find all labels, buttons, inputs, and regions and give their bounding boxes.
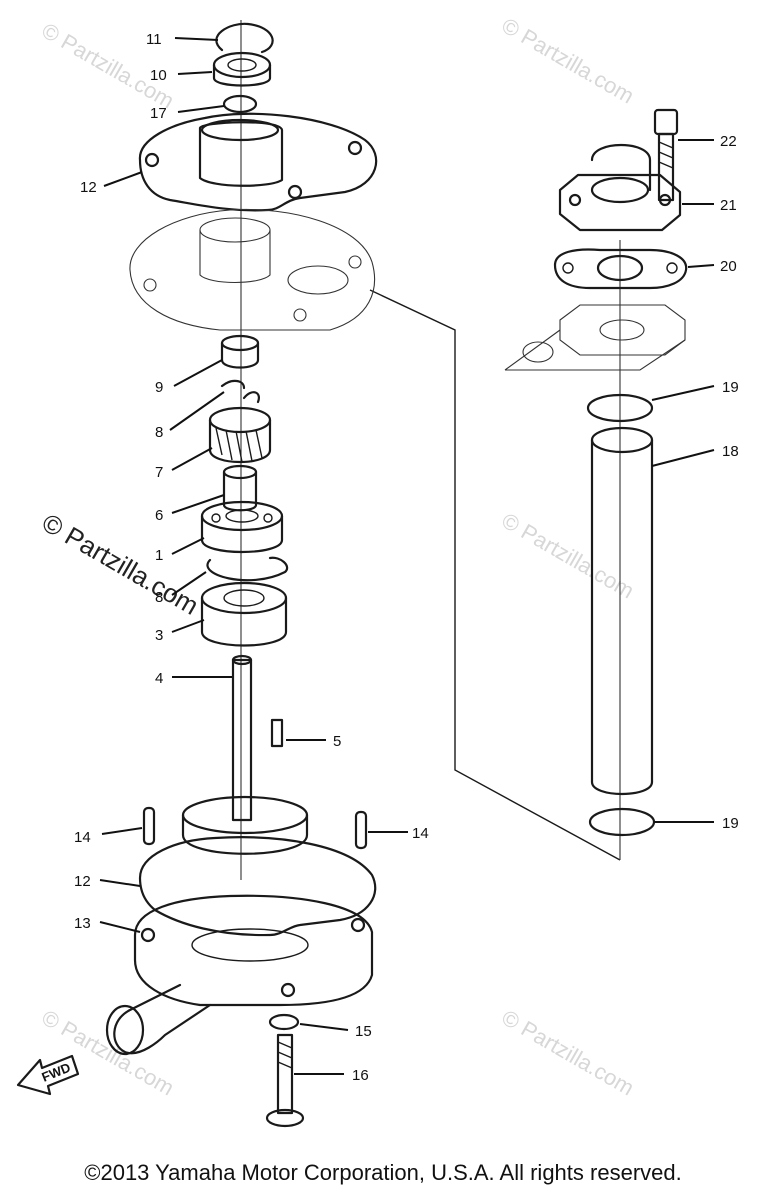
callout-21: 21 <box>720 197 737 214</box>
pipe-18 <box>590 426 654 796</box>
seal-9 <box>220 334 260 369</box>
callout-11: 11 <box>146 31 162 48</box>
fitting-21 <box>558 143 682 232</box>
fwd-arrow: FWD <box>16 1054 80 1096</box>
watermark-5: © Partzilla.com <box>498 1005 639 1101</box>
callout-12-upper: 12 <box>80 179 97 196</box>
bearing-top <box>212 51 272 87</box>
callout-15: 15 <box>355 1023 372 1040</box>
pump-body-13 <box>105 894 374 1056</box>
bolt-22 <box>653 108 679 202</box>
callout-9: 9 <box>155 379 163 396</box>
bearing-3 <box>200 581 288 647</box>
callout-4: 4 <box>155 670 163 687</box>
watermarks: © Partzilla.com © Partzilla.com © Partzi… <box>37 13 638 1101</box>
callout-3: 3 <box>155 627 163 644</box>
callout-14-left: 14 <box>74 829 91 846</box>
gasket-20 <box>553 248 688 290</box>
callout-5: 5 <box>333 733 341 750</box>
callout-8-upper: 8 <box>155 424 163 441</box>
guide-line <box>369 289 621 861</box>
watermark-dark: © Partzilla.com <box>37 507 204 621</box>
bolt-16 <box>265 1033 305 1128</box>
clip-8-right <box>242 391 260 404</box>
watermark-3: © Partzilla.com <box>498 508 639 604</box>
dowel-pin-right <box>354 810 368 850</box>
callout-12-lower: 12 <box>74 873 91 890</box>
callout-16: 16 <box>352 1067 369 1084</box>
callout-13: 13 <box>74 915 91 932</box>
washer-15 <box>268 1013 300 1031</box>
callout-18: 18 <box>722 443 739 460</box>
callout-1: 1 <box>155 547 163 564</box>
washer-17 <box>222 94 258 114</box>
callout-6: 6 <box>155 507 163 524</box>
gear-7 <box>208 406 272 464</box>
callout-20: 20 <box>720 258 737 275</box>
callout-19-top: 19 <box>722 379 739 396</box>
callout-10: 10 <box>150 67 167 84</box>
circlip-2 <box>206 556 289 582</box>
callout-8-lower: 8 <box>155 589 163 606</box>
key-5 <box>270 718 284 748</box>
o-ring-bottom <box>588 807 656 837</box>
callout-22: 22 <box>720 133 737 150</box>
mount-bracket-ghost <box>504 304 686 371</box>
pump-housing-ghost <box>129 208 376 331</box>
callouts: 11 10 17 12 9 8 7 6 1 8 3 4 5 14 14 12 1 <box>74 31 739 1084</box>
callout-19-bottom: 19 <box>722 815 739 832</box>
clip-8-left <box>220 379 246 390</box>
callout-7: 7 <box>155 464 163 481</box>
bearing-1 <box>200 500 284 554</box>
dowel-pin-left <box>142 806 156 846</box>
shaft-impeller-4 <box>181 654 309 855</box>
gasket-lower <box>138 836 377 937</box>
gasket-upper <box>138 112 378 212</box>
circlip-top <box>215 22 274 54</box>
copyright-notice: ©2013 Yamaha Motor Corporation, U.S.A. A… <box>84 1160 682 1185</box>
pump-cover <box>144 118 363 200</box>
o-ring-top <box>586 393 654 423</box>
fwd-label: FWD <box>40 1060 73 1085</box>
callout-17: 17 <box>150 105 167 122</box>
callout-14-right: 14 <box>412 825 429 842</box>
watermark-2: © Partzilla.com <box>498 13 639 109</box>
